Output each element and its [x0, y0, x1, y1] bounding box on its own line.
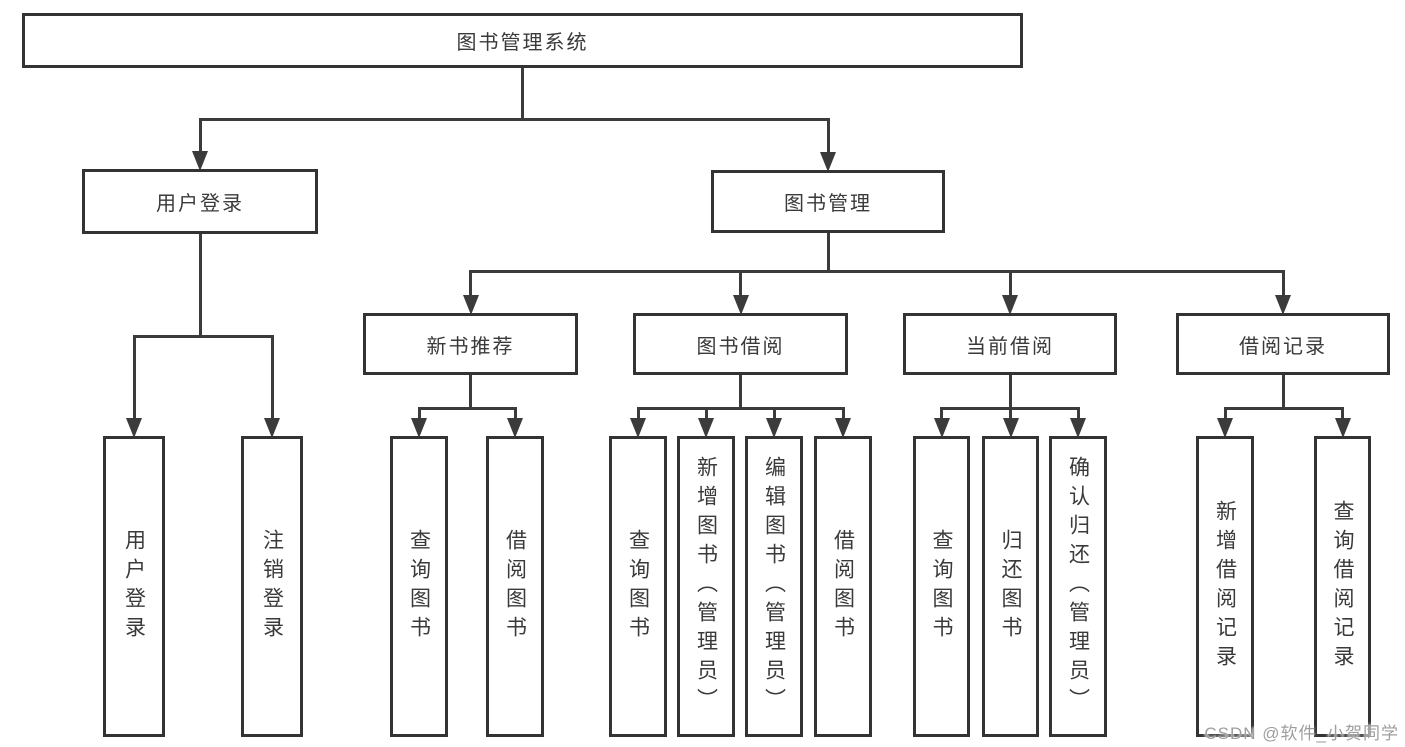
connector-drop-borrow-records	[1281, 270, 1285, 297]
connector-bus-book-mgmt	[469, 270, 1285, 273]
arrow-down-icon-leaf-query-book-current	[933, 418, 950, 438]
arrow-down-icon-book-mgmt	[820, 152, 836, 172]
node-user-login: 用户登录	[82, 169, 318, 234]
arrow-down-icon-leaf-add-borrow-record	[1217, 418, 1233, 438]
connector-stem-user-login	[198, 234, 202, 338]
connector-drop-leaf-query-book-current	[940, 407, 943, 420]
node-label-leaf-return-book: 归还图书	[999, 528, 1022, 645]
connector-stem-new-book-rec	[469, 375, 472, 410]
connector-drop-leaf-add-book	[704, 407, 708, 420]
node-label-leaf-edit-book: 编辑图书（管理员）	[762, 456, 786, 717]
arrow-down-icon-leaf-confirm-return	[1070, 418, 1086, 438]
connector-bus-root	[198, 118, 830, 121]
connector-stem-book-mgmt	[826, 233, 830, 273]
connector-drop-leaf-edit-book	[772, 407, 776, 420]
node-label-book-borrow: 图书借阅	[696, 335, 785, 358]
node-new-book-rec: 新书推荐	[363, 313, 578, 375]
node-label-book-mgmt: 图书管理	[784, 193, 872, 215]
connector-stem-book-borrow	[739, 375, 742, 410]
arrow-down-icon-leaf-borrow-book-new	[507, 418, 523, 438]
node-leaf-return-book: 归还图书	[982, 436, 1039, 737]
node-label-user-login: 用户登录	[156, 193, 244, 215]
arrow-down-icon-leaf-add-book	[698, 418, 714, 438]
connector-bus-new-book-rec	[417, 407, 517, 410]
node-leaf-confirm-return: 确认归还（管理员）	[1049, 436, 1107, 737]
node-label-leaf-logout: 注销登录	[260, 528, 284, 645]
connector-drop-user-login	[198, 118, 202, 153]
connector-drop-new-book-rec	[469, 270, 472, 297]
arrow-down-icon-leaf-borrow-book-borrow	[835, 418, 851, 438]
connector-stem-borrow-records	[1281, 375, 1285, 410]
arrow-down-icon-leaf-user-login	[126, 418, 142, 438]
connector-drop-leaf-query-book-new	[417, 407, 421, 420]
node-label-current-borrow: 当前借阅	[966, 335, 1054, 358]
arrow-down-icon-leaf-query-book-borrow	[630, 418, 646, 438]
node-label-leaf-borrow-book-new: 借阅图书	[503, 528, 527, 645]
connector-drop-book-borrow	[739, 270, 742, 297]
node-label-leaf-confirm-return: 确认归还（管理员）	[1066, 456, 1090, 717]
connector-drop-leaf-borrow-book-new	[513, 407, 517, 420]
node-book-mgmt: 图书管理	[711, 170, 945, 233]
node-leaf-query-borrow-record: 查询借阅记录	[1314, 436, 1371, 737]
node-label-borrow-records: 借阅记录	[1239, 335, 1327, 358]
arrow-down-icon-leaf-query-book-new	[411, 418, 427, 438]
node-leaf-query-book-current: 查询图书	[913, 436, 970, 737]
connector-drop-leaf-logout	[270, 335, 274, 420]
node-label-leaf-query-borrow-record: 查询借阅记录	[1331, 499, 1354, 674]
arrow-down-icon-user-login	[192, 151, 208, 171]
node-leaf-logout: 注销登录	[241, 436, 303, 737]
connector-bus-book-borrow	[636, 407, 845, 410]
arrow-down-icon-current-borrow	[1002, 295, 1018, 315]
csdn-watermark: CSDN @软件_小贺同学	[1204, 724, 1399, 743]
node-label-new-book-rec: 新书推荐	[426, 335, 515, 358]
node-root: 图书管理系统	[22, 13, 1023, 68]
arrow-down-icon-leaf-return-book	[1002, 418, 1019, 438]
connector-stem-current-borrow	[1008, 375, 1012, 410]
connector-stem-root	[521, 68, 524, 121]
arrow-down-icon-leaf-logout	[264, 418, 280, 438]
arrow-down-icon-borrow-records	[1275, 295, 1291, 315]
node-current-borrow: 当前借阅	[903, 313, 1117, 375]
connector-drop-leaf-confirm-return	[1076, 407, 1080, 420]
node-leaf-add-borrow-record: 新增借阅记录	[1196, 436, 1254, 737]
connector-bus-borrow-records	[1223, 407, 1344, 410]
connector-drop-leaf-query-book-borrow	[636, 407, 640, 420]
node-label-leaf-user-login: 用户登录	[122, 528, 146, 645]
connector-drop-leaf-add-borrow-record	[1223, 407, 1227, 420]
node-label-leaf-query-book-new: 查询图书	[407, 528, 431, 645]
connector-drop-current-borrow	[1008, 270, 1012, 297]
connector-drop-leaf-borrow-book-borrow	[841, 407, 845, 420]
connector-drop-leaf-return-book	[1009, 407, 1012, 420]
connector-drop-leaf-query-borrow-record	[1341, 407, 1344, 420]
node-leaf-query-book-borrow: 查询图书	[609, 436, 667, 737]
connector-drop-book-mgmt	[826, 118, 830, 154]
arrow-down-icon-new-book-rec	[462, 295, 479, 315]
node-leaf-borrow-book-borrow: 借阅图书	[814, 436, 872, 737]
node-leaf-edit-book: 编辑图书（管理员）	[745, 436, 803, 737]
node-label-leaf-query-book-borrow: 查询图书	[626, 528, 650, 645]
arrow-down-icon-leaf-edit-book	[766, 418, 782, 438]
arrow-down-icon-book-borrow	[732, 295, 749, 315]
connector-bus-user-login	[132, 335, 274, 338]
node-leaf-borrow-book-new: 借阅图书	[486, 436, 544, 737]
connector-drop-leaf-user-login	[132, 335, 136, 420]
node-label-root: 图书管理系统	[456, 32, 589, 54]
node-label-leaf-query-book-current: 查询图书	[930, 528, 953, 645]
node-book-borrow: 图书借阅	[633, 313, 848, 375]
node-borrow-records: 借阅记录	[1176, 313, 1390, 375]
node-leaf-add-book: 新增图书（管理员）	[677, 436, 735, 737]
node-leaf-query-book-new: 查询图书	[390, 436, 448, 737]
node-label-leaf-add-borrow-record: 新增借阅记录	[1213, 499, 1237, 674]
node-label-leaf-add-book: 新增图书（管理员）	[694, 456, 718, 717]
arrow-down-icon-leaf-query-borrow-record	[1334, 418, 1351, 438]
node-label-leaf-borrow-book-borrow: 借阅图书	[831, 528, 855, 645]
node-leaf-user-login: 用户登录	[103, 436, 165, 737]
